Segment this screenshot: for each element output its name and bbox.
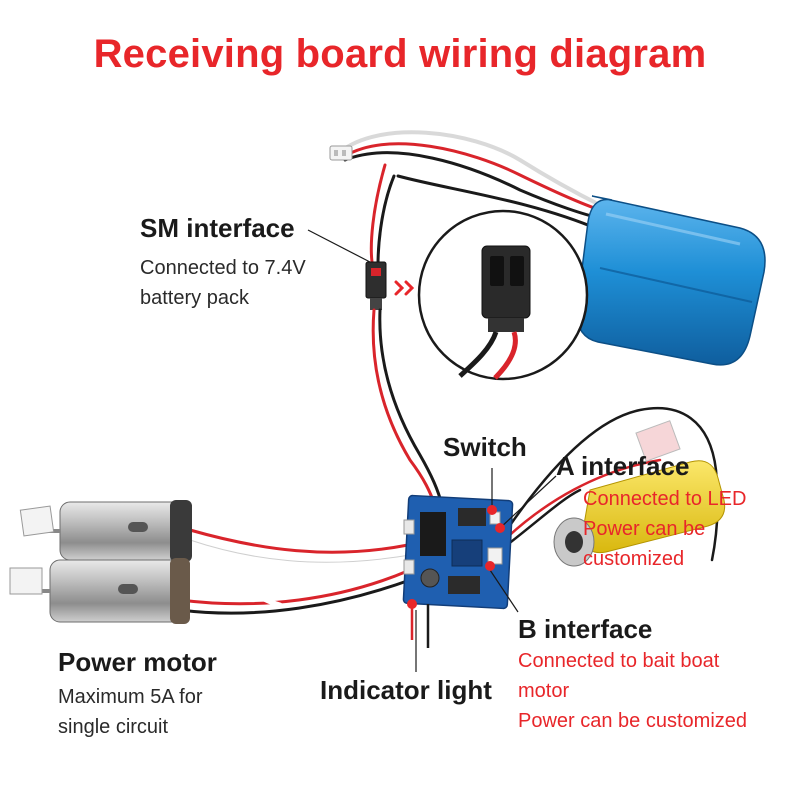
a-interface-desc-line3: customized — [583, 548, 685, 570]
a-interface-heading: A interface — [556, 451, 690, 481]
power-motor-bottom — [9, 558, 190, 624]
power-motor-top — [19, 500, 192, 562]
sm-connector — [365, 261, 387, 310]
power-motor-desc-line2: single circuit — [58, 716, 169, 738]
power-motor-desc-line1: Maximum 5A for — [58, 686, 203, 708]
red-chevron-arrows — [394, 280, 415, 296]
yellow-gear-motor — [553, 420, 726, 567]
sm-interface-heading: SM interface — [140, 213, 295, 243]
power-wires-to-board — [371, 308, 444, 507]
battery-lead-wires — [338, 130, 602, 267]
balance-plug — [329, 145, 353, 161]
battery-pack — [576, 195, 766, 366]
a-interface-desc-line2: Power can be — [583, 518, 706, 540]
sm-connector-inset — [417, 209, 589, 381]
a-interface-desc-line1: Connected to LED — [583, 488, 747, 510]
power-motor-heading: Power motor — [58, 647, 217, 677]
b-interface-heading: B interface — [518, 614, 653, 644]
indicator-light-heading: Indicator light — [320, 675, 492, 705]
motor-wires — [178, 528, 412, 615]
b-interface-desc-line1: Connected to bait boat — [518, 650, 720, 672]
interface-markers — [407, 505, 505, 609]
callout-leaders — [307, 229, 557, 672]
receiver-board — [402, 494, 514, 610]
page-title: Receiving board wiring diagram — [93, 32, 707, 76]
switch-heading: Switch — [443, 432, 527, 462]
sm-interface-desc-line1: Connected to 7.4V — [140, 257, 306, 279]
b-interface-desc-line3: Power can be customized — [518, 710, 748, 732]
sm-interface-desc-line2: battery pack — [140, 287, 249, 309]
b-interface-desc-line2: motor — [518, 680, 570, 702]
